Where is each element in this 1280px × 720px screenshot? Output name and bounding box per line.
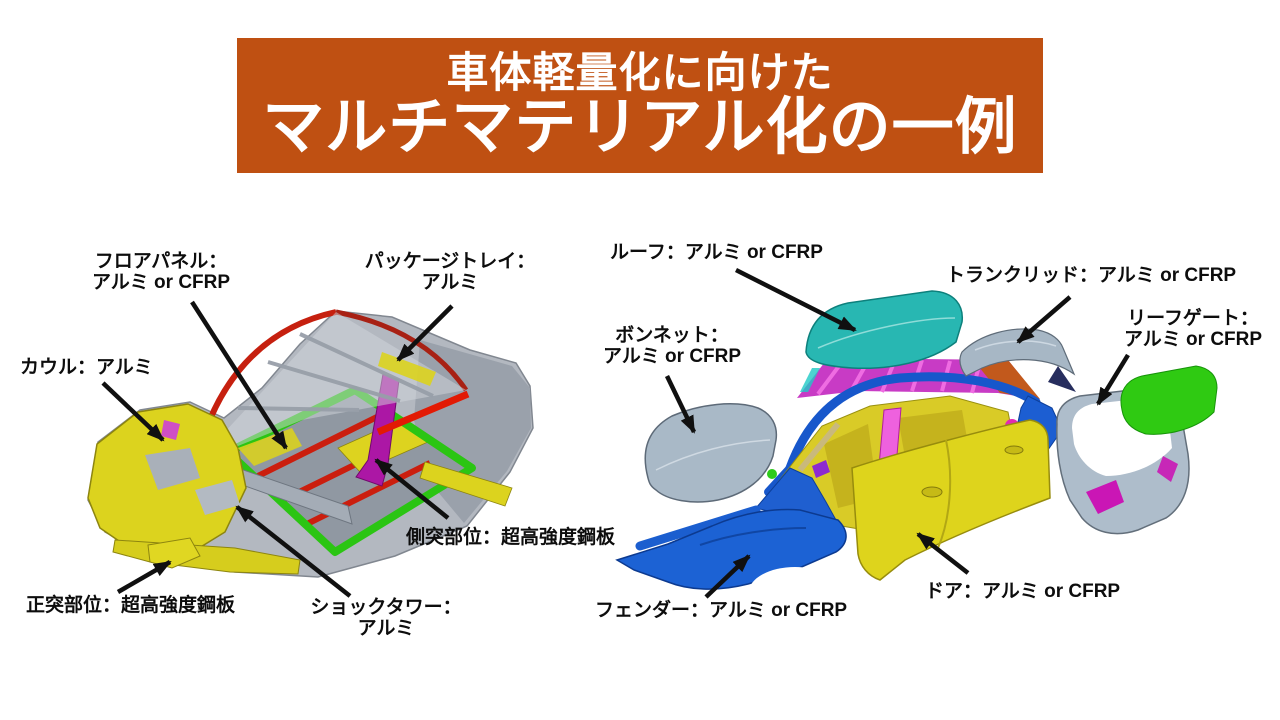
biw-sill-red-bar xyxy=(376,390,470,436)
right-car-illustration xyxy=(615,290,1218,617)
arrow-shock-tower xyxy=(235,505,352,598)
arrow-bonnet xyxy=(664,375,697,434)
frame-front-rail-1 xyxy=(635,505,761,551)
arrow-trunk-lid xyxy=(1016,295,1072,344)
arrow-door xyxy=(916,532,970,575)
frame-roof-rail-blue xyxy=(785,372,1041,473)
bonnet-panel xyxy=(644,403,778,503)
arrow-fender xyxy=(704,554,751,599)
arrow-side-impact xyxy=(374,458,450,520)
label-floor-panel: フロアパネル： アルミ or CFRP xyxy=(91,251,231,294)
title-line-1: 車体軽量化に向けた xyxy=(446,48,834,96)
door-handle-rear xyxy=(1004,445,1024,455)
bonnet-crease-line xyxy=(655,439,771,471)
arrow-floor-panel xyxy=(190,300,288,450)
liftgate-glass-green xyxy=(1120,365,1218,435)
fender-wheel-arch xyxy=(749,567,841,617)
label-trunk-lid: トランクリッド：アルミ or CFRP xyxy=(946,265,1237,286)
label-package-tray: パッケージトレイ： アルミ xyxy=(364,251,536,294)
frame-rear-shelf-orange xyxy=(975,360,1040,399)
label-shock-tower: ショックタワー： アルミ xyxy=(310,597,462,640)
arrow-roof xyxy=(734,267,857,333)
label-roof: ルーフ：アルミ or CFRP xyxy=(610,242,823,263)
frame-teal-sliver xyxy=(800,368,820,392)
label-front-impact: 正突部位：超高強度鋼板 xyxy=(26,595,236,616)
trunk-lid-panel xyxy=(959,328,1076,377)
biw-magenta-bracket xyxy=(161,420,180,440)
trunk-lid-navy-tip xyxy=(1048,366,1076,392)
biw-crash-box-tip xyxy=(147,537,201,569)
label-fender: フェンダー：アルミ or CFRP xyxy=(595,600,848,621)
label-bonnet: ボンネット： アルミ or CFRP xyxy=(602,325,742,368)
label-cowl: カウル：アルミ xyxy=(20,357,153,378)
biw-right-sill-yellow xyxy=(419,461,513,507)
frame-green-dot xyxy=(767,469,777,479)
arrow-liftgate xyxy=(1096,353,1130,406)
trunk-lid-seam xyxy=(974,340,1057,351)
biw-rear-deck-yellow xyxy=(378,352,436,386)
arrow-package-tray xyxy=(396,304,454,362)
left-car-illustration xyxy=(87,309,534,578)
arrow-cowl xyxy=(101,381,165,442)
label-liftgate: リーフゲート： アルミ or CFRP xyxy=(1123,308,1263,351)
door-handle-front xyxy=(921,486,943,498)
frame-a-pillar-khaki xyxy=(797,422,841,472)
roof-seam-line xyxy=(817,317,956,349)
biw-shock-tower-gray xyxy=(145,448,200,490)
arrow-front-impact xyxy=(116,560,172,594)
label-door: ドア：アルミ or CFRP xyxy=(925,581,1121,602)
frame-purple-bit xyxy=(812,460,830,478)
annotation-arrows xyxy=(101,267,1130,599)
door-seam-line xyxy=(937,439,952,549)
roof-panel-cyan xyxy=(805,290,963,370)
title-line-2: マルチマテリアル化の一例 xyxy=(262,93,1018,162)
title-banner: 車体軽量化に向けた マルチマテリアル化の一例 xyxy=(237,38,1043,173)
fender-character-line xyxy=(699,527,807,546)
liftgate-magenta-patch-left xyxy=(1086,480,1124,514)
biw-apron-gray xyxy=(195,480,240,515)
door-panel xyxy=(851,419,1051,581)
liftgate-magenta-patch-right xyxy=(1157,456,1178,482)
label-side-impact: 側突部位：超高強度鋼板 xyxy=(406,527,616,548)
